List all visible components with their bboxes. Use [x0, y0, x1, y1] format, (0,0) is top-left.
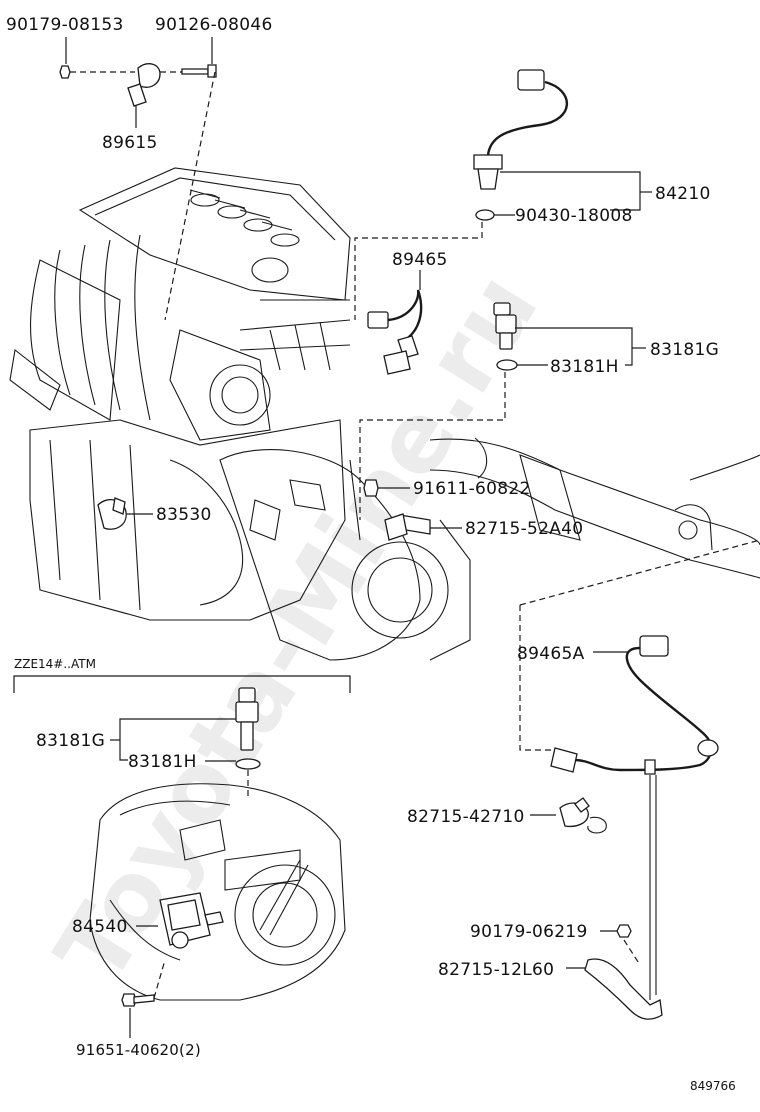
label-84540: 84540: [72, 917, 128, 937]
label-82715-52A40: 82715-52A40: [465, 519, 583, 539]
clamp-82715-42710-group: [559, 797, 607, 834]
label-84210: 84210: [655, 184, 711, 204]
label-90179-06219: 90179-06219: [470, 922, 588, 942]
knock-sensor-group: [59, 63, 217, 107]
switch-83530-group: [97, 497, 127, 530]
bolt-91651-40620-group: [121, 993, 155, 1007]
leader-84210-to-engine: [354, 222, 483, 320]
footer-code: 849766: [690, 1079, 736, 1093]
label-89465A: 89465A: [517, 644, 585, 664]
leader-knock-to-engine: [164, 71, 216, 321]
atm-transmission-drawing: [89, 783, 346, 1001]
leader-83181-to-trans: [359, 372, 506, 520]
leader-89465A-to-pipe: [519, 605, 552, 751]
label-89465: 89465: [392, 250, 448, 270]
exhaust-pipe-drawing: [429, 437, 760, 579]
speed-sensor-83181G-bottom-group: [235, 687, 261, 770]
oxygen-sensor-89465A-group: [550, 635, 719, 775]
label-90179-08153: 90179-08153: [6, 15, 124, 35]
label-82715-12L60: 82715-12L60: [438, 960, 554, 980]
label-90430-18008: 90430-18008: [515, 206, 633, 226]
label-83181H-top: 83181H: [550, 357, 619, 377]
sensor-84210-group: [473, 69, 569, 221]
section-title-zze14-atm: ZZE14#..ATM: [14, 657, 96, 671]
oxygen-sensor-89465-group: [367, 289, 423, 375]
label-83530: 83530: [156, 505, 212, 525]
label-83181G-bottom: 83181G: [36, 731, 105, 751]
label-91611-60822: 91611-60822: [413, 479, 531, 499]
watermark: Toyota-Mine.ru: [35, 254, 560, 1002]
bolt-bracket-group: [363, 479, 431, 541]
engine-assembly-drawing: [9, 167, 471, 661]
label-82715-42710: 82715-42710: [407, 807, 525, 827]
label-83181G-top: 83181G: [650, 340, 719, 360]
label-91651-40620: 91651-40620(2): [76, 1041, 201, 1059]
label-83181H-bottom: 83181H: [128, 752, 197, 772]
label-89615: 89615: [102, 133, 158, 153]
switch-84540-group: [159, 892, 224, 949]
label-90126-08046: 90126-08046: [155, 15, 273, 35]
bracket-82715-12L60-group: [584, 775, 663, 1020]
section-bracket: [13, 675, 351, 693]
